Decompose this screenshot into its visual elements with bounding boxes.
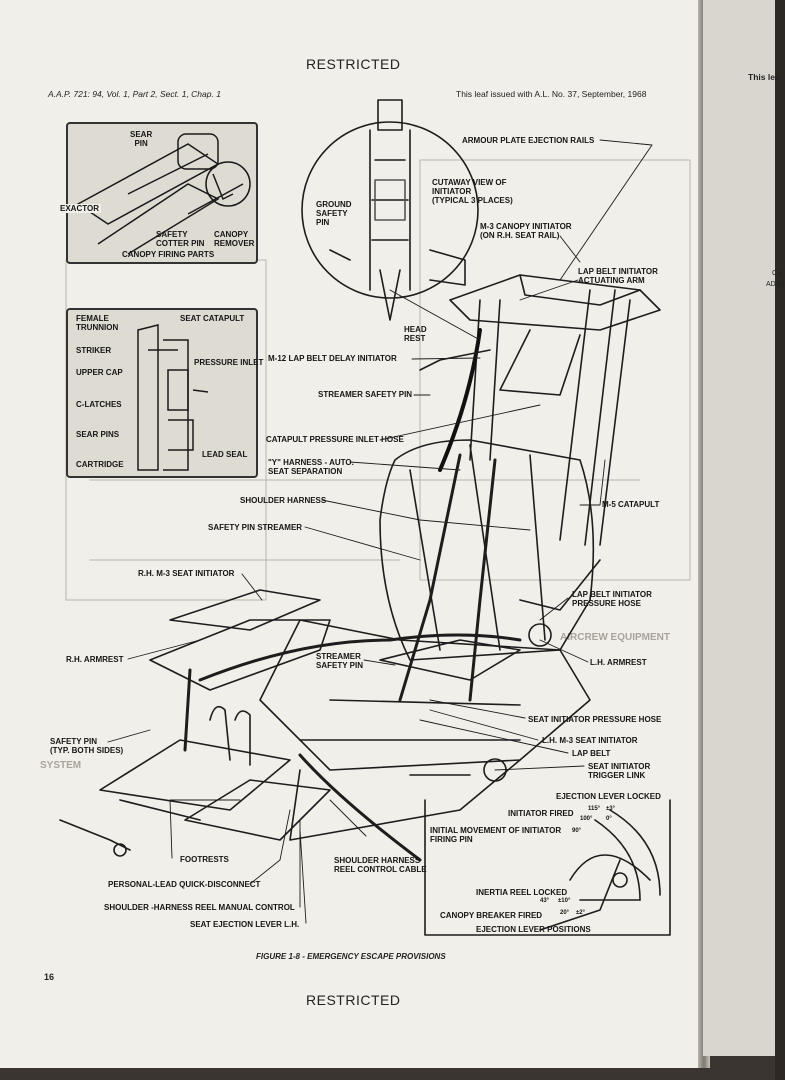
c-latches-label: C-LATCHES [76, 400, 122, 409]
shoulder-harness-label: SHOULDER HARNESS [240, 496, 327, 505]
facing-page-adju-fragment: ADJU [766, 281, 785, 288]
safety-pin-both-label: SAFETY PIN (TYP. BOTH SIDES) [50, 737, 124, 756]
m12-lap-belt-delay-label: M-12 LAP BELT DELAY INITIATOR [268, 354, 397, 363]
female-trunnion-label: FEMALE TRUNNION [76, 314, 119, 333]
footrests-label: FOOTRESTS [180, 855, 229, 864]
seat-catapult-inset: FEMALE TRUNNION SEAT CATAPULT STRIKER PR… [66, 308, 263, 478]
rh-armrest-label: R.H. ARMREST [66, 655, 124, 664]
restricted-header: RESTRICTED [306, 56, 401, 72]
restricted-footer: RESTRICTED [306, 992, 401, 1008]
facing-page [703, 0, 775, 1056]
seat-initiator-trigger-label: SEAT INITIATOR TRIGGER LINK [588, 762, 651, 781]
streamer-safety-pin-label: STREAMER SAFETY PIN [318, 390, 413, 399]
seat-catapult-label: SEAT CATAPULT [180, 314, 245, 323]
lh-m3-seat-initiator-label: L.H. M-3 SEAT INITIATOR [542, 736, 638, 745]
lap-belt-initiator-hose-label: LAP BELT INITIATOR PRESSURE HOSE [572, 590, 652, 609]
shoulder-reel-control-label: SHOULDER HARNESS REEL CONTROL CABLE [334, 856, 427, 875]
streamer-safety-pin-2-label: STREAMER SAFETY PIN [316, 652, 363, 671]
striker-label: STRIKER [76, 346, 112, 355]
cutaway-view-label: CUTAWAY VIEW OF INITIATOR (TYPICAL 3 PLA… [432, 178, 513, 206]
angle-90: 90° [572, 828, 582, 834]
shoulder-reel-manual-label: SHOULDER -HARNESS REEL MANUAL CONTROL [104, 903, 295, 912]
initial-movement-label: INITIAL MOVEMENT OF INITIATOR FIRING PIN [430, 826, 562, 845]
figure-caption: FIGURE 1-8 - EMERGENCY ESCAPE PROVISIONS [256, 952, 446, 961]
lap-belt-label: LAP BELT [572, 749, 611, 758]
ground-safety-pin-label: GROUND SAFETY PIN [316, 200, 352, 228]
canopy-remover-label: CANOPY REMOVER [214, 230, 255, 249]
catapult-pressure-hose-label: CATAPULT PRESSURE INLET HOSE [266, 435, 404, 444]
pressure-inlet-label: PRESSURE INLET [194, 358, 264, 367]
angle-43: 43° [540, 898, 550, 904]
exactor-label: EXACTOR [58, 204, 101, 214]
sear-pins-label: SEAR PINS [76, 430, 120, 439]
lh-armrest-label: L.H. ARMREST [590, 658, 647, 667]
bleed-through-aircrew: AIRCREW EQUIPMENT [560, 632, 670, 643]
m3-canopy-initiator-label: M-3 CANOPY INITIATOR (ON R.H. SEAT RAIL) [480, 222, 572, 241]
document-reference: A.A.P. 721: 94, Vol. 1, Part 2, Sect. 1,… [48, 89, 221, 99]
rh-m3-seat-initiator-label: R.H. M-3 SEAT INITIATOR [138, 569, 235, 578]
page-edge-shadow [775, 0, 785, 1080]
tol-0: 0° [606, 816, 612, 822]
lead-seal-label: LEAD SEAL [202, 450, 248, 459]
sear-pin-label: SEAR PIN [130, 130, 153, 149]
y-harness-label: "Y" HARNESS - AUTO. SEAT SEPARATION [268, 458, 354, 477]
angle-20: 20° [560, 910, 570, 916]
personal-lead-label: PERSONAL-LEAD QUICK-DISCONNECT [108, 880, 261, 889]
safety-pin-streamer-label: SAFETY PIN STREAMER [208, 523, 303, 532]
angle-100: 100° [580, 816, 593, 822]
tol-3: ±3° [606, 806, 616, 812]
lap-belt-initiator-arm-label: LAP BELT INITIATOR ACTUATING ARM [578, 267, 658, 286]
ejection-lever-positions-label: EJECTION LEVER POSITIONS [476, 925, 591, 934]
ejection-lever-locked-label: EJECTION LEVER LOCKED [556, 792, 661, 801]
canopy-firing-parts-title: CANOPY FIRING PARTS [122, 250, 215, 259]
seat-initiator-hose-label: SEAT INITIATOR PRESSURE HOSE [528, 715, 662, 724]
facing-page-header-fragment: This lea [748, 72, 780, 82]
seat-ejection-lever-label: SEAT EJECTION LEVER L.H. [190, 920, 300, 929]
cartridge-label: CARTRIDGE [76, 460, 124, 469]
canopy-breaker-fired-label: CANOPY BREAKER FIRED [440, 911, 543, 920]
issue-note: This leaf issued with A.L. No. 37, Septe… [456, 89, 647, 99]
initiator-fired-label: INITIATOR FIRED [508, 809, 574, 818]
angle-115: 115° [588, 806, 601, 812]
canopy-firing-parts-inset: SEAR PIN EXACTOR SAFETY COTTER PIN CANOP… [58, 122, 258, 264]
tol-2: ±2° [576, 910, 586, 916]
page-number: 16 [44, 972, 55, 982]
armour-plate-rails-label: ARMOUR PLATE EJECTION RAILS [462, 136, 595, 145]
inertia-reel-locked-label: INERTIA REEL LOCKED [476, 888, 568, 897]
facing-page-ca-fragment: CA [772, 270, 782, 277]
m5-catapult-label: M-5 CATAPULT [602, 500, 660, 509]
tol-10: ±10° [558, 898, 571, 904]
bleed-through-system: SYSTEM [40, 760, 82, 771]
upper-cap-label: UPPER CAP [76, 368, 123, 377]
head-rest-label: HEAD REST [404, 325, 427, 344]
safety-cotter-pin-label: SAFETY COTTER PIN [156, 230, 205, 249]
